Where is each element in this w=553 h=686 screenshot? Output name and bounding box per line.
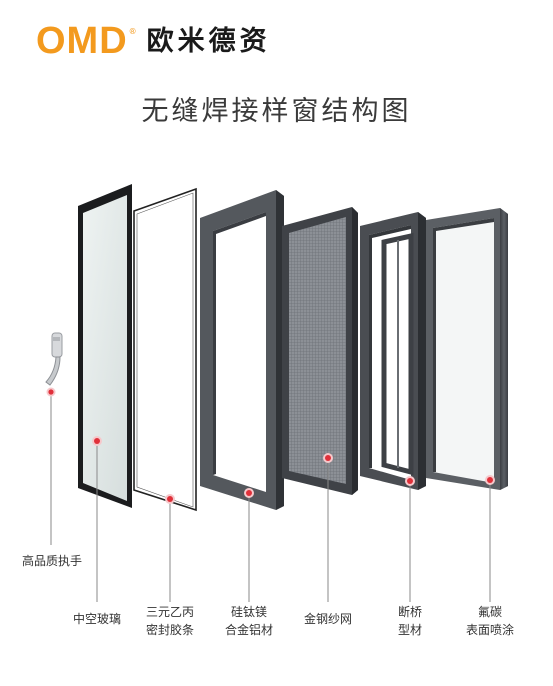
brand-logo: OMD ® 欧米德资 [36, 22, 271, 60]
logo-omd: OMD [36, 20, 128, 62]
label-mesh-screen: 金钢纱网 [303, 612, 352, 626]
brand-chinese-name: 欧米德资 [146, 25, 271, 57]
leader-lines [50, 392, 491, 602]
label-handle: 高品质执手 [21, 554, 82, 568]
label-alloy-profile: 硅钛镁 合金铝材 [224, 605, 273, 637]
thermal-break-frame [360, 212, 426, 490]
page-title: 无缝焊接样窗结构图 [141, 96, 412, 127]
aluminum-alloy-frame [200, 190, 284, 510]
fluorocarbon-coated-frame [426, 208, 508, 490]
label-fluorocarbon-coating: 氟碳 表面喷涂 [465, 605, 514, 637]
insulated-glass-panel [78, 184, 132, 508]
registered-mark: ® [128, 26, 137, 36]
label-epdm-seal: 三元乙丙 密封胶条 [145, 605, 194, 637]
epdm-seal-panel [133, 187, 197, 512]
label-insulated-glass: 中空玻璃 [72, 612, 121, 626]
window-handle [45, 332, 63, 386]
mesh-screen-panel [282, 207, 358, 495]
label-thermal-break: 断桥 型材 [397, 605, 422, 637]
marker-dots [46, 387, 495, 504]
